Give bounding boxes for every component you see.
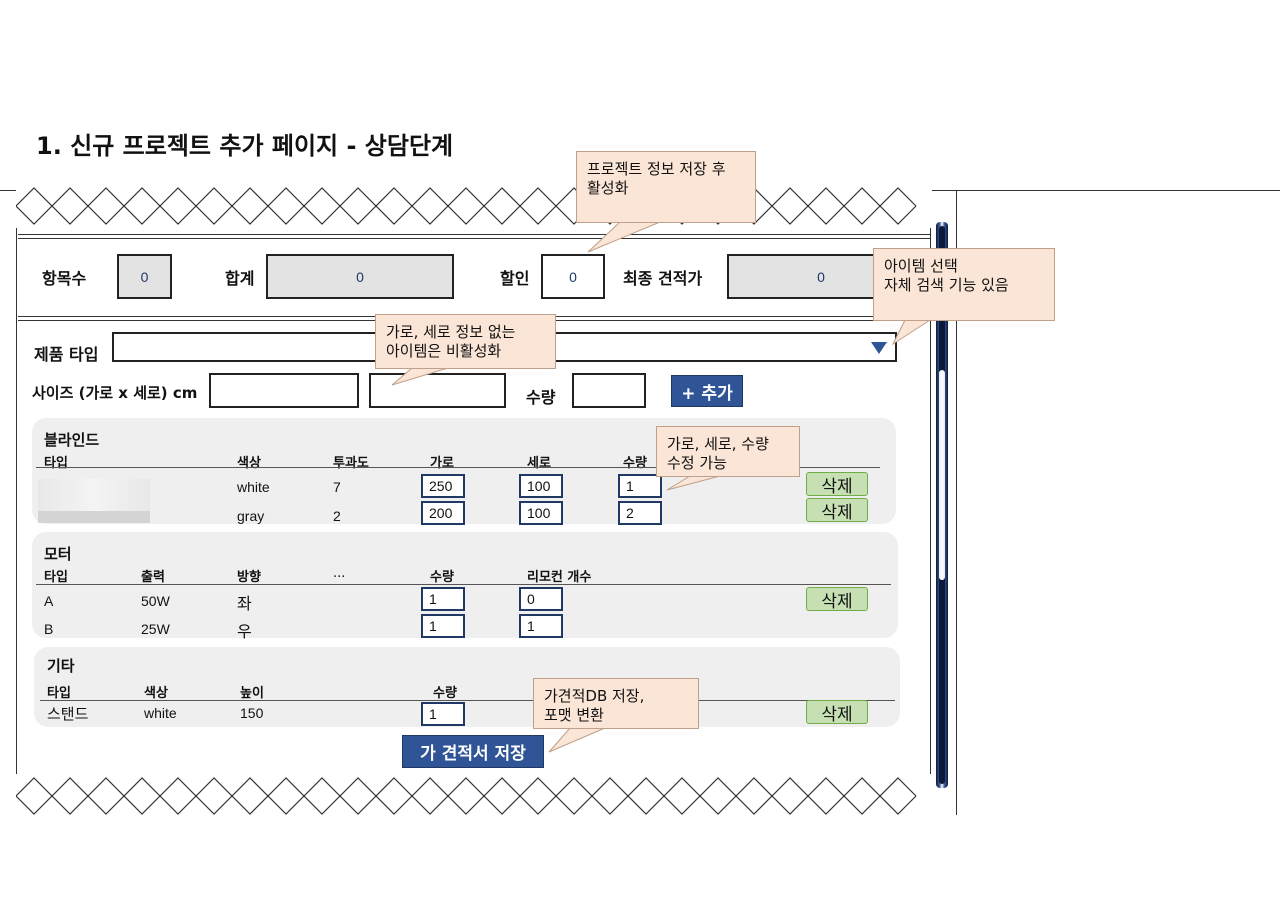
blind-row2-height-input[interactable]: 100 [519, 501, 563, 525]
motor-col-power: 출력 [141, 570, 165, 585]
blind-row1-width-input[interactable]: 250 [421, 474, 465, 498]
blind-row2-qty-input[interactable]: 2 [618, 501, 662, 525]
motor-row2-type: B [44, 621, 54, 637]
note-size-info: 가로, 세로 정보 없는 아이템은 비활성화 [375, 314, 556, 369]
blurred-type-thumbnail [38, 479, 150, 511]
add-item-button[interactable]: + 추가 [671, 375, 743, 407]
blind-row1-height-input[interactable]: 100 [519, 474, 563, 498]
blind-col-color: 색상 [237, 456, 261, 471]
delete-button[interactable]: 삭제 [806, 498, 868, 523]
motor-header-line [36, 584, 891, 585]
etc-row1-height: 150 [240, 705, 264, 721]
frame-line [18, 234, 930, 235]
blind-row2-width-input[interactable]: 200 [421, 501, 465, 525]
discount-input[interactable]: 0 [541, 254, 605, 299]
blurred-type-thumbnail [38, 511, 150, 523]
motor-col-qty: 수량 [430, 570, 454, 585]
total-label: 합계 [225, 269, 255, 288]
total-value: 0 [266, 254, 454, 299]
motor-row1-qty-input[interactable]: 1 [421, 587, 465, 611]
etc-row1-color: white [144, 705, 177, 721]
torn-edge-bottom [16, 774, 932, 816]
note-item-select: 아이템 선택 자체 검색 기능 있음 [873, 248, 1055, 321]
delete-button[interactable]: 삭제 [806, 700, 868, 725]
delete-button[interactable]: 삭제 [806, 587, 868, 612]
motor-section [32, 532, 898, 638]
item-count-label: 항목수 [42, 269, 87, 288]
save-estimate-button[interactable]: 가 견적서 저장 [402, 735, 544, 768]
product-type-label: 제품 타입 [34, 345, 99, 364]
size-label: 사이즈 (가로 x 세로) cm [32, 384, 198, 402]
note-editable: 가로, 세로, 수량 수정 가능 [656, 426, 800, 477]
motor-row2-qty-input[interactable]: 1 [421, 614, 465, 638]
etc-row1-qty-input[interactable]: 1 [421, 702, 465, 726]
final-price-label: 최종 견적가 [623, 269, 703, 288]
note-db-save: 가견적DB 저장, 포맷 변환 [533, 678, 699, 729]
blind-row2-opacity: 2 [333, 508, 341, 524]
delete-button[interactable]: 삭제 [806, 472, 868, 497]
motor-col-more: ... [333, 566, 346, 581]
motor-col-remote: 리모컨 개수 [527, 570, 592, 585]
motor-row1-remote-input[interactable]: 0 [519, 587, 563, 611]
blind-row2-color: gray [237, 508, 265, 524]
blind-col-opacity: 투과도 [333, 456, 369, 471]
divider-right [956, 190, 957, 815]
discount-label: 할인 [500, 269, 530, 288]
note-save-project: 프로젝트 정보 저장 후 활성화 [576, 151, 756, 223]
etc-col-qty: 수량 [433, 686, 457, 701]
motor-row2-remote-input[interactable]: 1 [519, 614, 563, 638]
blind-col-height: 세로 [527, 456, 551, 471]
scrollbar-thumb[interactable] [939, 370, 945, 580]
blind-section-title: 블라인드 [44, 431, 100, 449]
motor-row2-direction: 우 [237, 624, 252, 641]
motor-row1-type: A [44, 593, 54, 609]
dropdown-arrow-icon[interactable] [871, 342, 887, 354]
page-title: 1. 신규 프로젝트 추가 페이지 - 상담단계 [36, 132, 454, 160]
blind-row1-qty-input[interactable]: 1 [618, 474, 662, 498]
motor-row1-power: 50W [141, 593, 170, 609]
torn-edge-top [16, 186, 932, 228]
item-count-value: 0 [117, 254, 172, 299]
etc-col-height: 높이 [240, 686, 264, 701]
etc-col-color: 색상 [144, 686, 168, 701]
motor-col-direction: 방향 [237, 570, 261, 585]
etc-header-line [40, 700, 895, 701]
etc-section-title: 기타 [47, 657, 75, 675]
height-input[interactable] [369, 373, 506, 408]
blind-col-qty: 수량 [623, 456, 647, 471]
etc-col-type: 타입 [47, 686, 71, 701]
motor-col-type: 타입 [44, 570, 68, 585]
etc-row1-type: 스탠드 [47, 706, 89, 723]
motor-row1-direction: 좌 [237, 596, 252, 613]
blind-col-type: 타입 [44, 456, 68, 471]
motor-row2-power: 25W [141, 621, 170, 637]
blind-row1-opacity: 7 [333, 479, 341, 495]
width-input[interactable] [209, 373, 359, 408]
etc-section [34, 647, 900, 727]
blind-header-line [36, 467, 880, 468]
qty-input[interactable] [572, 373, 646, 408]
motor-section-title: 모터 [44, 545, 72, 563]
blind-row1-color: white [237, 479, 270, 495]
frame-line [18, 238, 930, 239]
blind-col-width: 가로 [430, 456, 454, 471]
qty-label: 수량 [526, 388, 556, 407]
